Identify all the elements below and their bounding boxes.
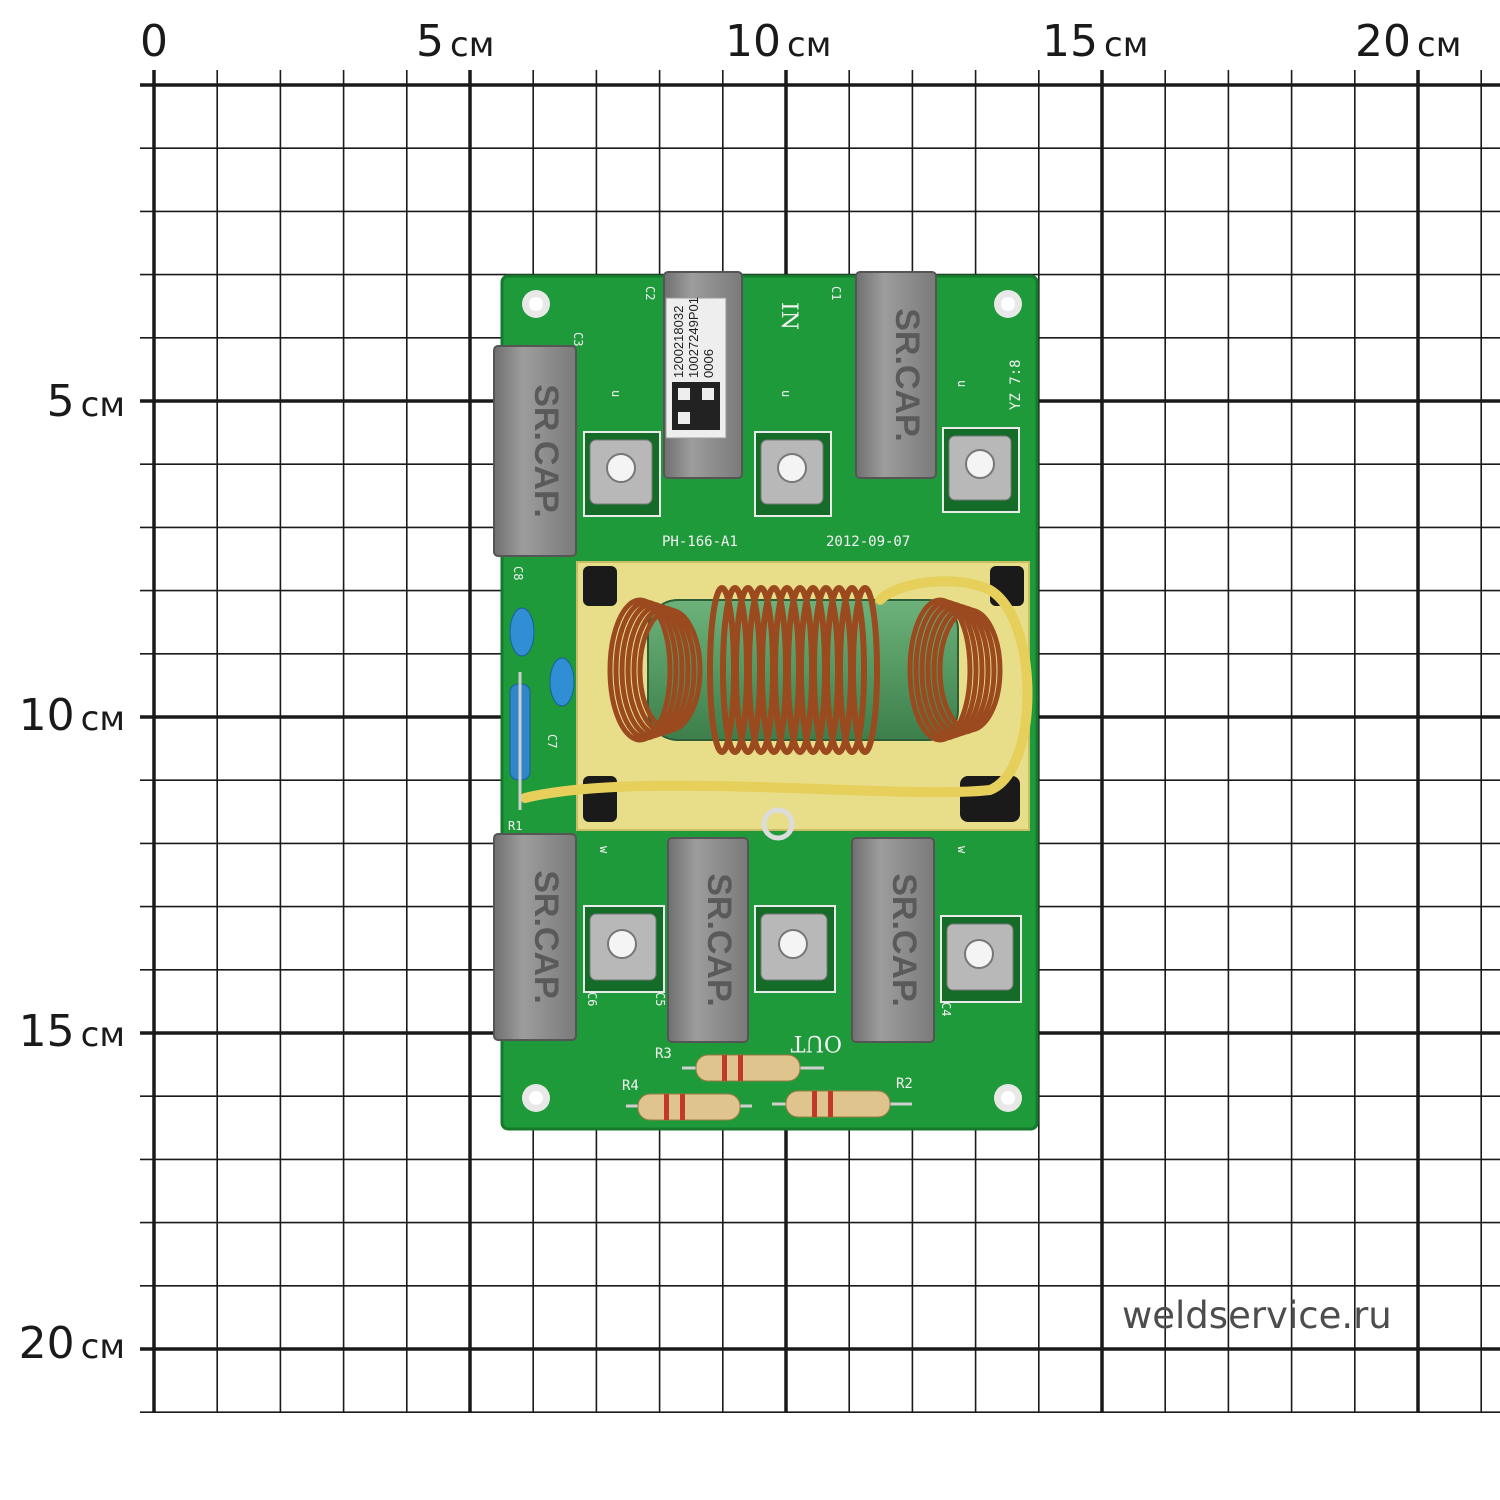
sticker-line-3: 0006 xyxy=(701,349,716,378)
capacitor-c6-text: SR.CAP. xyxy=(527,870,565,1004)
capacitor-c4: SR.CAP. xyxy=(851,837,935,1043)
ref-r2: R2 xyxy=(896,1076,913,1092)
capacitor-c1: SR.CAP. xyxy=(855,271,937,479)
capacitor-c5-text: SR.CAP. xyxy=(700,873,738,1007)
copper-turn xyxy=(850,585,880,755)
small-components: C8 C7 R1 xyxy=(508,566,575,833)
watermark: weldservice.ru xyxy=(1122,1294,1392,1337)
sticker-line-2: 10027249P01 xyxy=(686,297,701,378)
capacitor-c7 xyxy=(549,657,575,707)
capacitor-c3: SR.CAP. xyxy=(493,345,577,557)
ref-r1: R1 xyxy=(508,819,522,833)
ref-r4: R4 xyxy=(622,1078,639,1094)
resistor-r2 xyxy=(785,1090,891,1118)
ref-c1: C1 xyxy=(829,286,843,300)
bottom-resistors: R3 R4 R2 C6 C5 C4 OUT xyxy=(585,992,953,1121)
resistor-r3 xyxy=(695,1054,801,1082)
capacitor-c8 xyxy=(509,607,535,657)
copper-turn xyxy=(613,599,679,741)
copper-turn xyxy=(937,607,1003,733)
term-mark-3: w xyxy=(597,846,611,854)
common-mode-choke xyxy=(520,561,1033,841)
label-out: OUT xyxy=(790,1030,842,1055)
ground-lug xyxy=(761,807,795,841)
silkscreen-top: PH-166-A1 2012-09-07 IN YZ 7:8 C3 C2 C1 … xyxy=(571,286,1024,854)
copper-turn xyxy=(607,597,673,743)
copper-turn xyxy=(631,605,697,735)
copper-turn xyxy=(925,603,991,737)
capacitor-c6: SR.CAP. xyxy=(493,833,577,1041)
x-label-0: 0 xyxy=(140,16,168,67)
term-mark-1: u xyxy=(609,390,623,397)
capacitor-c4-text: SR.CAP. xyxy=(885,873,923,1007)
term-mark-2: u xyxy=(779,390,793,397)
ref-c6: C6 xyxy=(585,992,599,1006)
term-mark-4: u xyxy=(955,380,969,387)
copper-turn xyxy=(913,599,979,741)
terminals-bottom xyxy=(583,905,1022,1003)
copper-turn xyxy=(619,601,685,739)
capacitor-c1-text: SR.CAP. xyxy=(888,308,926,442)
earth-wire xyxy=(520,576,1033,803)
label-model: PH-166-A1 xyxy=(662,534,738,550)
copper-turn xyxy=(931,605,997,735)
label-in: IN xyxy=(776,302,801,330)
label-date: 2012-09-07 xyxy=(826,534,910,550)
ref-c4: C4 xyxy=(939,1002,953,1016)
copper-turn xyxy=(907,597,973,743)
copper-turn xyxy=(625,603,691,737)
mounting-holes xyxy=(522,290,1022,1112)
terminals-top xyxy=(583,427,1020,517)
copper-windings xyxy=(607,585,1003,755)
copper-turn xyxy=(637,607,703,733)
copper-turn xyxy=(837,585,867,755)
ref-c3: C3 xyxy=(571,332,585,346)
serial-sticker: 1200218032 10027249P01 0006 xyxy=(665,297,727,439)
ref-c5: C5 xyxy=(653,992,667,1006)
copper-turn xyxy=(919,601,985,739)
ref-r3: R3 xyxy=(655,1046,672,1062)
capacitor-c3-text: SR.CAP. xyxy=(527,384,565,518)
ref-c8: C8 xyxy=(511,566,525,580)
label-yz: YZ 7:8 xyxy=(1008,359,1024,410)
resistor-r4 xyxy=(637,1093,741,1121)
ref-c2: C2 xyxy=(643,286,657,300)
sticker-line-1: 1200218032 xyxy=(671,306,686,378)
term-mark-5: w xyxy=(955,846,969,854)
ref-c7: C7 xyxy=(545,734,559,748)
capacitor-c5: SR.CAP. xyxy=(667,837,749,1043)
